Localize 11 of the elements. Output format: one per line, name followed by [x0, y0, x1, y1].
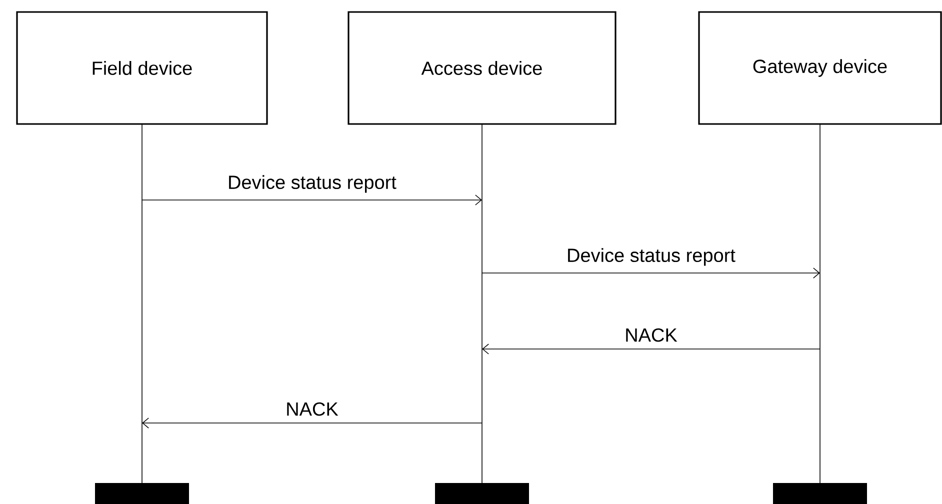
message-arrow [142, 418, 482, 428]
message-label: NACK [287, 402, 338, 416]
message-label: Device status report [568, 248, 736, 266]
message-label: Device status report [229, 175, 396, 193]
participant-box: Access device [348, 11, 616, 125]
message-arrow [482, 268, 820, 278]
message-label: NACK [626, 328, 678, 342]
message-arrow [482, 344, 820, 354]
participant-box: Gateway device [698, 11, 942, 125]
participant-box: Field device [16, 11, 268, 125]
message-arrow [142, 194, 482, 206]
